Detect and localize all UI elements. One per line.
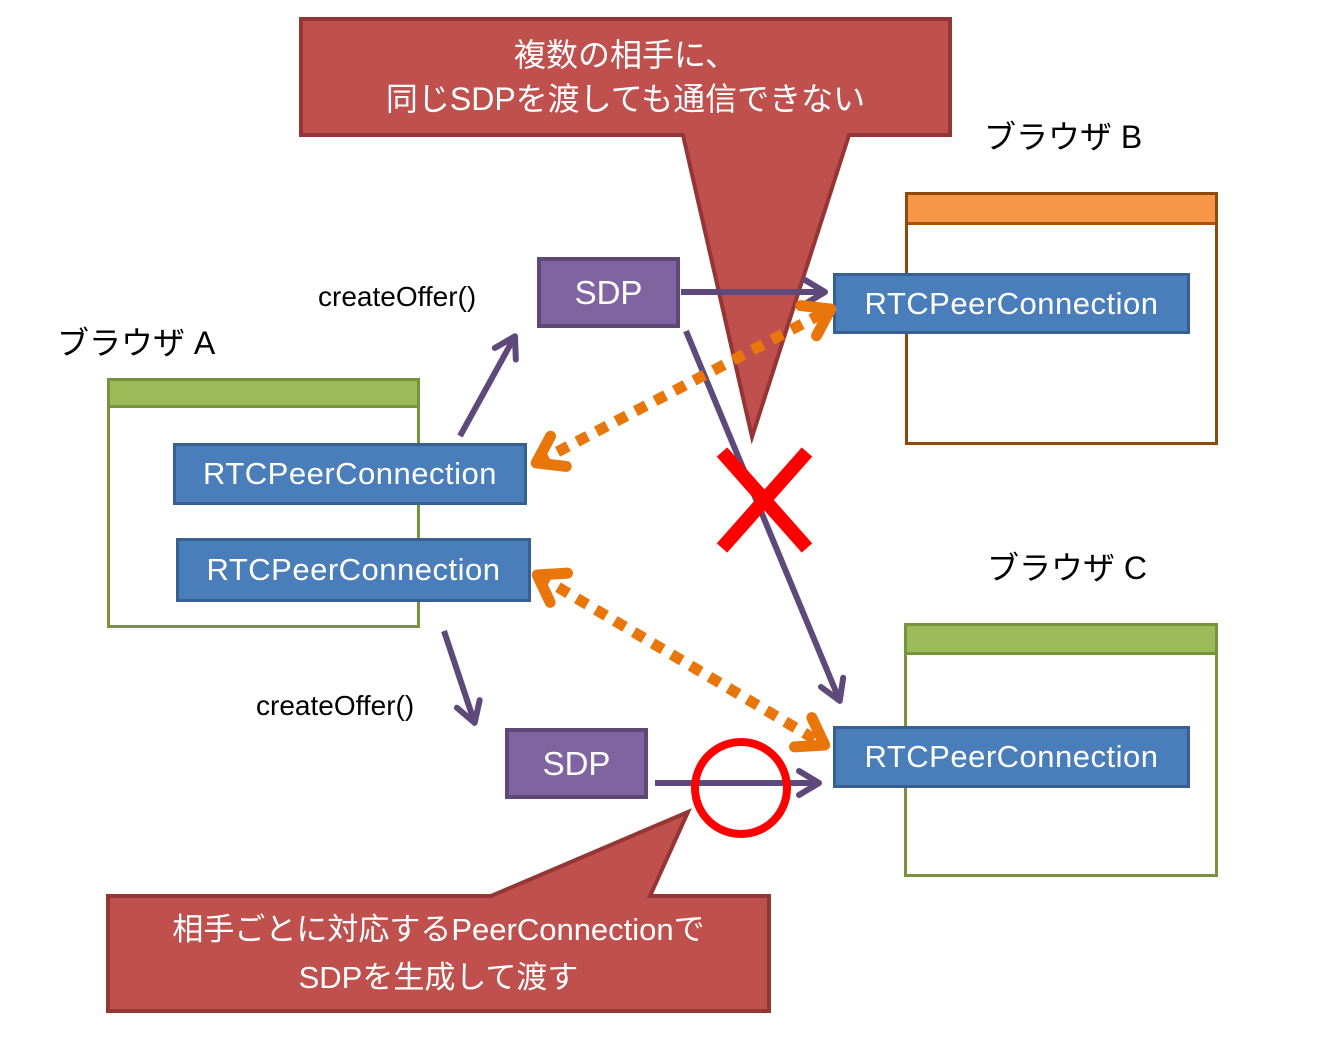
dashed-arrow-a2-c (531, 567, 831, 753)
callout-top-line2: 同じSDPを渡しても通信できない (385, 81, 866, 117)
browser-b-label: ブラウザ B (984, 119, 1143, 155)
emphasis-circle (691, 738, 791, 838)
create-offer-top-label: createOffer() (318, 281, 477, 312)
sdp-top-box: SDP (537, 257, 680, 328)
callout-bottom-line1: 相手ごとに対応するPeerConnectionで (172, 911, 705, 947)
callout-bottom-text: 相手ごとに対応するPeerConnectionで SDPを生成して渡す (108, 896, 769, 1011)
dashed-arrow-a1-b (530, 300, 837, 472)
peer-connection-c-box: RTCPeerConnection (833, 726, 1190, 788)
arrow-a-to-sdp-bottom (441, 630, 483, 726)
callout-bottom-line2: SDPを生成して渡す (298, 959, 579, 995)
browser-b-titlebar (908, 195, 1215, 225)
browser-c-titlebar (907, 626, 1215, 655)
browser-a-label: ブラウザ A (57, 325, 216, 361)
peer-connection-a2-box: RTCPeerConnection (176, 538, 531, 602)
callout-top-text: 複数の相手に、 同じSDPを渡しても通信できない (301, 19, 950, 135)
callout-top-line1: 複数の相手に、 (513, 37, 738, 73)
peer-connection-a1-box: RTCPeerConnection (173, 443, 527, 505)
browser-a-titlebar (110, 381, 417, 408)
x-mark (716, 447, 813, 553)
browser-c-label: ブラウザ C (987, 550, 1148, 586)
arrow-a1-to-sdp-top (457, 333, 519, 438)
peer-connection-b-box: RTCPeerConnection (833, 273, 1190, 334)
create-offer-bottom-label: createOffer() (256, 690, 415, 721)
sdp-bottom-box: SDP (505, 728, 648, 799)
arrow-sdp-top-to-c-invalid (683, 329, 847, 704)
